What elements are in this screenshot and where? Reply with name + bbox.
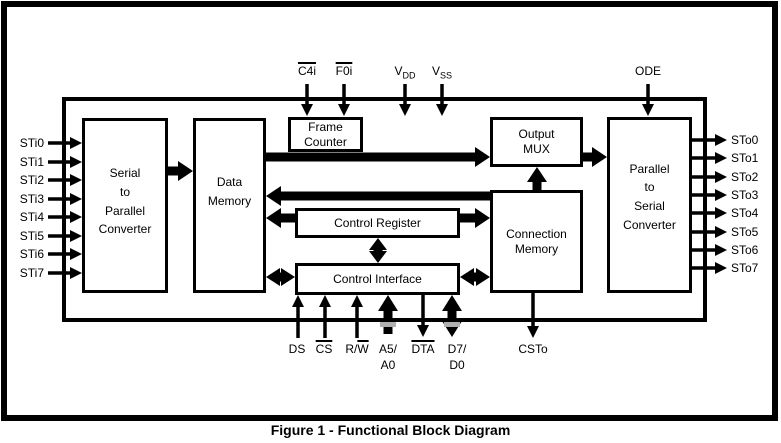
pin-label-sti5: STi5 (19, 229, 44, 243)
pin-label-sti3: STi3 (19, 192, 44, 206)
bus-label-line: A0 (380, 358, 396, 372)
pin-label-sto2: STo2 (731, 170, 759, 184)
block-serial-to-parallel-converter: Serial to Parallel Converter (82, 118, 168, 293)
pin-label-sto5: STo5 (731, 225, 759, 239)
pin-label-rw: R/W (340, 341, 374, 357)
pin-label-sto4: STo4 (731, 206, 759, 220)
bus-label-line: D0 (449, 358, 465, 372)
block-parallel-to-serial-converter: Parallel to Serial Converter (607, 117, 692, 293)
overlined-signal-name: CS (315, 342, 333, 356)
pin-label-sti2: STi2 (19, 173, 44, 187)
pin-label-sti7: STi7 (19, 266, 44, 280)
block-label-line: to (644, 180, 655, 195)
block-label-line: Converter (623, 217, 676, 232)
block-frame-counter: Frame Counter (288, 117, 363, 152)
block-data-memory: Data Memory (193, 118, 266, 293)
pin-label-sto0: STo0 (731, 133, 759, 147)
pin-label-f0i: F0i (327, 63, 361, 79)
block-control-interface: Control Interface (295, 263, 460, 295)
block-label-line: Serial (109, 166, 141, 181)
pin-label-sti0: STi0 (19, 136, 44, 150)
block-label-line: MUX (523, 142, 550, 156)
signal-subscript: SS (440, 70, 453, 81)
pin-label-cs: CS (310, 341, 338, 357)
pin-label-sti1: STi1 (19, 155, 44, 169)
pin-label-c4i: C4i (290, 63, 324, 79)
signal-base: V (394, 64, 403, 78)
pin-label-vss: VSS (424, 63, 460, 81)
pin-label-csto: CSTo (518, 342, 548, 356)
pin-label-vdd: VDD (387, 63, 423, 81)
overlined-signal-name: W (357, 342, 369, 356)
pin-label-a5-a0: A5/ A0 (372, 341, 404, 373)
bus-label-line: D7/ (447, 342, 467, 356)
pin-label-sti4: STi4 (19, 210, 44, 224)
block-label-line: Control Interface (333, 271, 422, 286)
block-connection-memory: Connection Memory (490, 190, 583, 293)
signal-base: V (431, 64, 440, 78)
figure-caption: Figure 1 - Functional Block Diagram (270, 422, 511, 438)
pin-label-ds: DS (288, 342, 306, 356)
signal-base: R/ (345, 342, 358, 356)
block-label-line: Connection (506, 226, 567, 241)
signal-subscript: DD (402, 70, 416, 81)
block-label-line: to (119, 184, 130, 199)
bus-label-line: A5/ (378, 342, 397, 356)
pin-label-sto1: STo1 (731, 151, 759, 165)
block-label-line: Memory (514, 241, 559, 256)
block-label-line: Converter (98, 222, 152, 237)
block-label-line: Memory (207, 193, 252, 208)
block-label-line: Control Register (334, 215, 421, 230)
block-output-mux: Output MUX (490, 117, 583, 167)
block-label-line: Serial (634, 199, 665, 213)
block-label-line: Frame (308, 119, 343, 134)
pin-label-ode: ODE (634, 64, 661, 78)
pin-label-sto7: STo7 (731, 261, 759, 275)
pin-label-dta: DTA (406, 341, 440, 357)
block-control-register: Control Register (295, 208, 460, 238)
pin-label-sti6: STi6 (19, 247, 44, 261)
block-label-line: Parallel (104, 203, 146, 218)
pin-label-d7-d0: D7/ D0 (441, 341, 473, 373)
block-label-line: Output (518, 127, 555, 141)
overlined-signal-name: F0i (335, 64, 353, 78)
block-label-line: Counter (304, 134, 347, 149)
overlined-signal-name: C4i (297, 64, 316, 78)
pin-label-sto3: STo3 (731, 188, 759, 202)
block-label-line: Data (216, 174, 243, 189)
pin-label-sto6: STo6 (731, 243, 759, 257)
block-label-line: Parallel (629, 161, 670, 176)
overlined-signal-name: DTA (411, 342, 435, 356)
